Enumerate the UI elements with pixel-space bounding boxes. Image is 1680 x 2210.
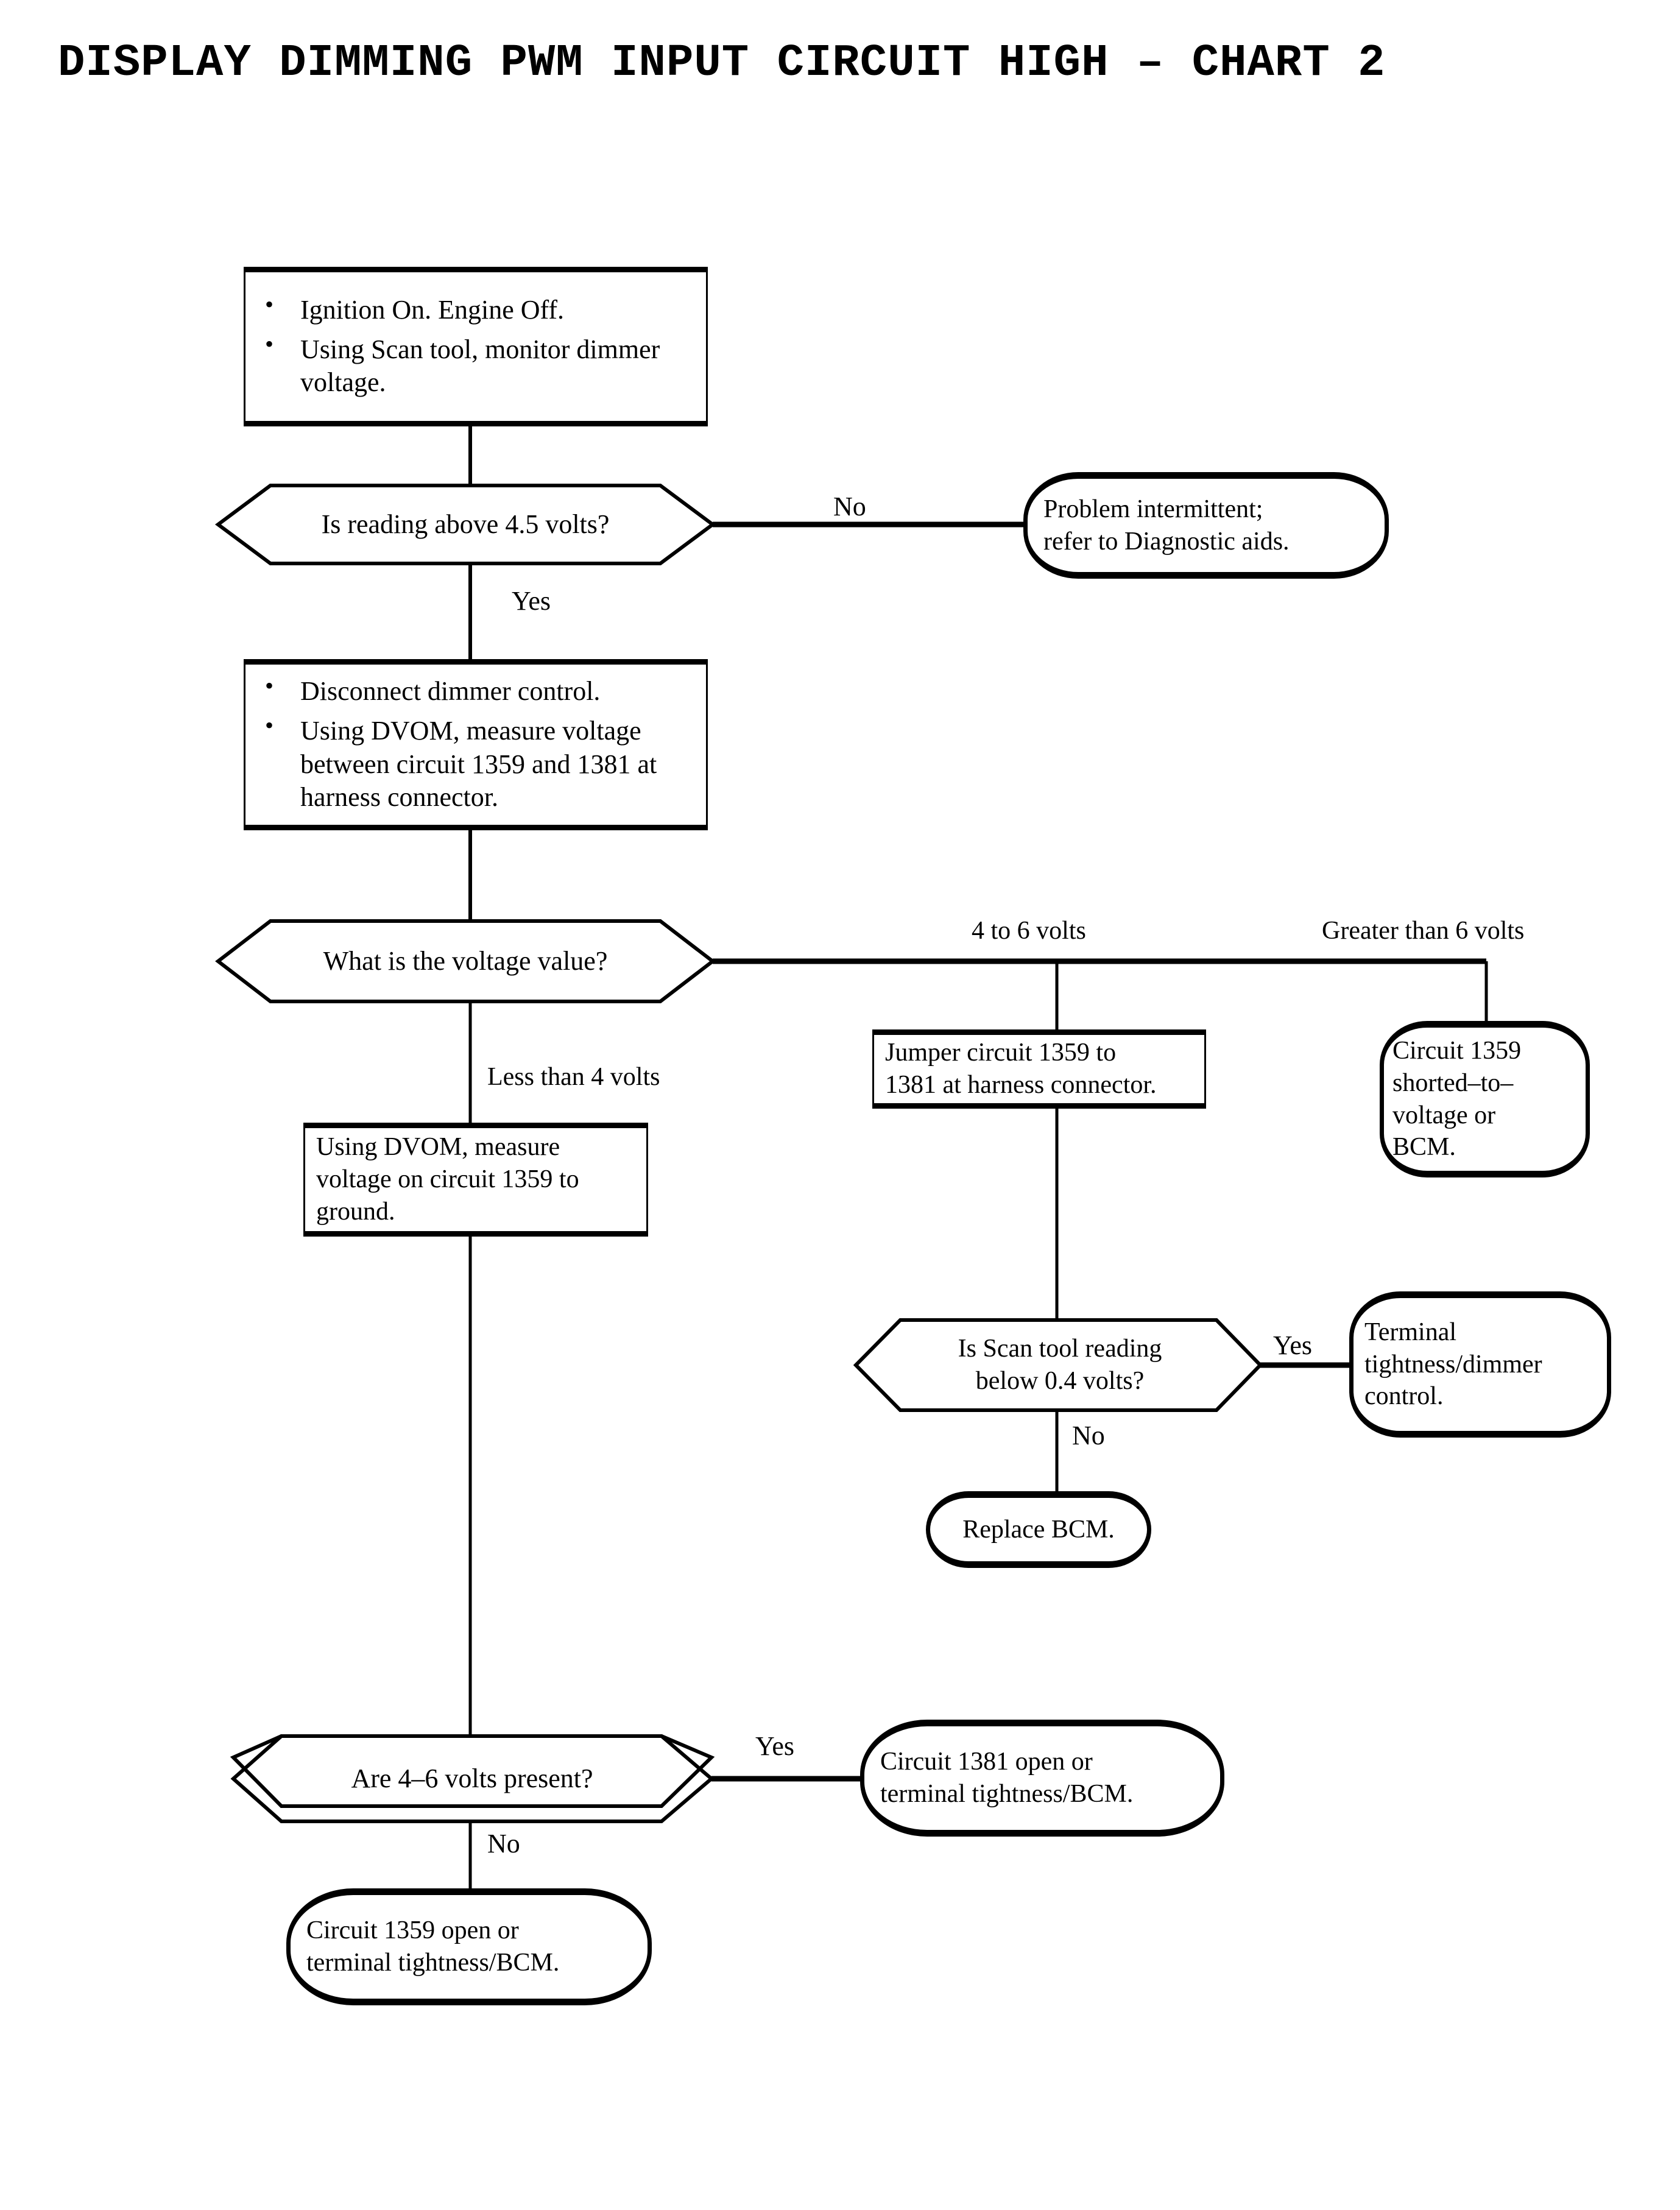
decision-is-scan-tool-reading-below-0-4-volts: Is Scan tool reading below 0.4 volts? (889, 1331, 1230, 1399)
bullet-item: Using Scan tool, monitor dimmer voltage. (256, 332, 697, 400)
terminator-circuit-1359-shorted: Circuit 1359 shorted–to– voltage or BCM. (1380, 1021, 1590, 1177)
process-line: Using DVOM, measure (316, 1133, 560, 1162)
edge-label-decision2-greater6: Greater than 6 volts (1322, 917, 1525, 945)
edge-label-decision3-yes: Yes (1273, 1330, 1313, 1360)
terminator-line: terminal tightness/BCM. (306, 1949, 560, 1977)
decision-what-is-the-voltage-value: What is the voltage value? (323, 945, 608, 976)
edge-label-decision3-no: No (1072, 1421, 1105, 1450)
bullet-list: Ignition On. Engine Off. Using Scan tool… (256, 292, 697, 400)
terminator-line: Problem intermittent; (1043, 495, 1263, 523)
edge-label-decision1-yes: Yes (512, 586, 551, 616)
process-line: 1381 at harness connector. (885, 1071, 1157, 1099)
edge-label-decision4-yes: Yes (755, 1731, 795, 1761)
terminator-line: terminal tightness/BCM. (880, 1780, 1134, 1808)
decision-line: below 0.4 volts? (975, 1367, 1145, 1395)
edge-label-decision4-no: No (487, 1829, 520, 1859)
decision-is-reading-above-4-5-volts: Is reading above 4.5 volts? (321, 509, 610, 539)
bullet-list: Disconnect dimmer control. Using DVOM, m… (256, 674, 697, 814)
terminator-line: Circuit 1381 open or (880, 1748, 1093, 1776)
edge-label-decision1-no: No (833, 492, 866, 521)
terminator-line: refer to Diagnostic aids. (1043, 527, 1290, 556)
bullet-item: Ignition On. Engine Off. (256, 292, 697, 327)
terminator-line: BCM. (1392, 1133, 1456, 1162)
process-ignition-scan: Ignition On. Engine Off. Using Scan tool… (244, 267, 708, 426)
terminator-line: Circuit 1359 open or (306, 1916, 519, 1945)
bullet-item: Using DVOM, measure voltage between circ… (256, 713, 697, 814)
bullet-item: Disconnect dimmer control. (256, 674, 697, 708)
process-line: ground. (316, 1197, 395, 1226)
process-disconnect-dimmer-measure: Disconnect dimmer control. Using DVOM, m… (244, 659, 708, 830)
terminator-line: tightness/dimmer (1364, 1350, 1542, 1379)
terminator-circuit-1359-open: Circuit 1359 open or terminal tightness/… (286, 1888, 652, 2005)
process-line: Jumper circuit 1359 to (885, 1039, 1117, 1067)
terminator-terminal-tightness-dimmer-control: Terminal tightness/dimmer control. (1349, 1291, 1611, 1438)
terminator-line: Circuit 1359 (1392, 1036, 1522, 1065)
terminator-circuit-1381-open: Circuit 1381 open or terminal tightness/… (860, 1720, 1224, 1837)
process-line: voltage on circuit 1359 to (316, 1165, 579, 1194)
edge-label-decision2-4to6: 4 to 6 volts (972, 917, 1086, 945)
edge-label-decision2-less4: Less than 4 volts (487, 1063, 660, 1091)
terminator-line: shorted–to– (1392, 1068, 1514, 1097)
terminator-problem-intermittent: Problem intermittent; refer to Diagnosti… (1023, 472, 1389, 579)
terminator-line: Replace BCM. (962, 1515, 1115, 1544)
decision-are-4-6-volts-present: Are 4–6 volts present? (351, 1763, 593, 1793)
process-jumper-circuit-1359-1381: Jumper circuit 1359 to 1381 at harness c… (872, 1029, 1206, 1109)
terminator-line: Terminal (1364, 1318, 1456, 1346)
terminator-replace-bcm: Replace BCM. (926, 1491, 1151, 1568)
terminator-line: control. (1364, 1382, 1444, 1411)
page-title: DISPLAY DIMMING PWM INPUT CIRCUIT HIGH –… (58, 38, 1386, 89)
process-dvom-measure-circuit-1359-ground: Using DVOM, measure voltage on circuit 1… (303, 1123, 648, 1237)
decision-line: Is Scan tool reading (958, 1335, 1162, 1363)
terminator-line: voltage or (1392, 1101, 1496, 1129)
